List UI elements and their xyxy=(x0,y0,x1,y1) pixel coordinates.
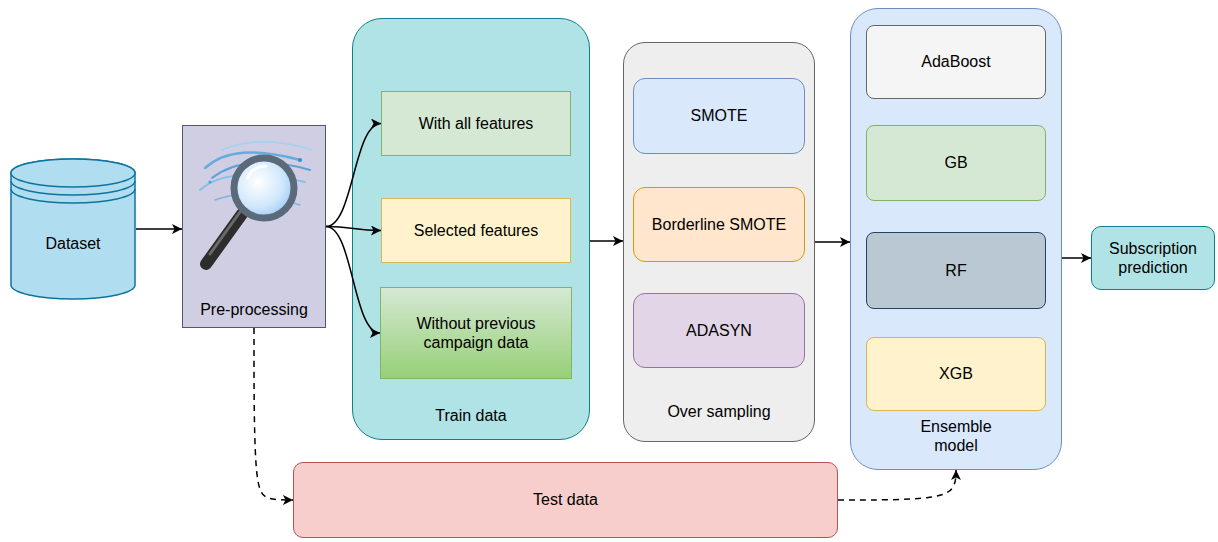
dashed-arrow xyxy=(254,328,293,500)
database-cylinder: Dataset xyxy=(10,158,136,300)
group-panel: Train data With all featuresSelected feat… xyxy=(352,18,590,440)
cylinder-ring xyxy=(11,181,135,195)
node-label: XGB xyxy=(939,364,973,383)
arrow xyxy=(815,241,850,243)
arrow xyxy=(326,124,381,227)
group-label: Train data xyxy=(435,406,506,425)
node-label: Without previous campaign data xyxy=(391,314,561,352)
process-box: SMOTE xyxy=(633,78,805,154)
group-panel: Over sampling SMOTE Borderline SMOTE ADASYN xyxy=(623,42,815,442)
process-box: Pre-processing xyxy=(182,125,326,328)
model-box: XGB xyxy=(866,337,1046,411)
model-box: RF xyxy=(866,232,1046,309)
node-label: Pre-processing xyxy=(200,300,308,319)
arrow xyxy=(326,227,381,231)
process-box: Without previous campaign data xyxy=(380,287,572,379)
node-label: ADASYN xyxy=(686,321,752,340)
node-label: Subscription prediction xyxy=(1102,239,1204,277)
process-box: With all features xyxy=(381,91,571,156)
group-label: Over sampling xyxy=(667,402,770,421)
node-label: RF xyxy=(945,261,966,280)
model-box: AdaBoost xyxy=(866,25,1046,99)
cylinder-body xyxy=(11,159,135,299)
node-label: With all features xyxy=(419,114,534,133)
light-streaks xyxy=(200,142,312,205)
node-label: Selected features xyxy=(414,221,539,240)
output-box: Subscription prediction xyxy=(1091,226,1215,290)
group-panel: Ensemble model AdaBoostGB RF XGB xyxy=(850,8,1062,470)
arrow xyxy=(136,228,182,230)
node-label: GB xyxy=(944,153,967,172)
magnifier-handle xyxy=(206,214,242,264)
model-box: GB xyxy=(866,125,1046,201)
node-label: Test data xyxy=(533,490,598,509)
magnifier-handle-shine xyxy=(210,212,240,254)
process-box: ADASYN xyxy=(633,293,805,368)
dashed-arrow xyxy=(838,470,956,500)
arrow xyxy=(326,227,380,334)
cylinder-ring xyxy=(11,189,135,203)
cylinder-outline xyxy=(10,158,136,300)
node-label: SMOTE xyxy=(691,106,748,125)
node-label: AdaBoost xyxy=(921,52,990,71)
process-box: Borderline SMOTE xyxy=(633,187,805,262)
arrow xyxy=(590,240,623,242)
process-box: Selected features xyxy=(381,198,571,263)
node-label: Dataset xyxy=(45,234,100,253)
group-label: Ensemble model xyxy=(906,417,1006,455)
lens-highlight xyxy=(248,166,266,178)
node-label: Borderline SMOTE xyxy=(652,215,786,234)
data-box: Test data xyxy=(293,462,838,538)
cylinder-top xyxy=(11,159,135,187)
magnifier-lens xyxy=(234,158,294,218)
arrow xyxy=(1062,257,1091,259)
